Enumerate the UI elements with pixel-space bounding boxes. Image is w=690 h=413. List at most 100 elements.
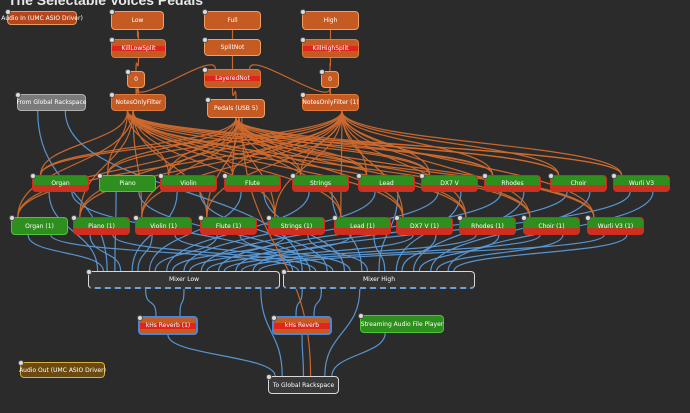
khs-reverb-node[interactable]: kHs Reverb bbox=[271, 315, 332, 335]
full-node[interactable]: Full bbox=[202, 9, 261, 30]
organ-pin[interactable] bbox=[30, 173, 36, 179]
midi-cable bbox=[341, 110, 623, 176]
midi-cable bbox=[132, 110, 276, 218]
lead-1-plugin[interactable]: Lead (1) bbox=[332, 215, 391, 235]
from-global-rackspace-pin[interactable] bbox=[15, 92, 21, 98]
strings-1-plugin[interactable]: Strings (1) bbox=[266, 215, 325, 235]
khs-reverb-1-node[interactable]: kHs Reverb (1) bbox=[137, 315, 198, 335]
midi-cable bbox=[249, 64, 331, 93]
low-node[interactable]: Low bbox=[109, 9, 164, 30]
zero-left-pin[interactable] bbox=[125, 69, 131, 75]
lead-1-pin[interactable] bbox=[332, 215, 338, 221]
rhodes-pin[interactable] bbox=[482, 173, 488, 179]
dx7-v-plugin[interactable]: DX7 V bbox=[419, 173, 478, 192]
audio-in-pin[interactable] bbox=[5, 9, 11, 15]
mixer-low-pin[interactable] bbox=[86, 269, 92, 275]
lead-plugin[interactable]: Lead bbox=[356, 173, 415, 192]
mixer-high-node[interactable]: Mixer High bbox=[281, 269, 475, 289]
dx7-v-1-pin[interactable] bbox=[394, 215, 400, 221]
full-pin[interactable] bbox=[202, 9, 208, 15]
wurli-v3-1-pin[interactable] bbox=[585, 215, 591, 221]
strings-plugin[interactable]: Strings bbox=[290, 173, 349, 192]
piano-1-plugin[interactable]: Piano (1) bbox=[71, 215, 130, 235]
midi-cable bbox=[136, 29, 140, 40]
choir-plugin[interactable]: Choir bbox=[548, 173, 607, 192]
split-not-pin[interactable] bbox=[202, 37, 208, 43]
zero-right-pin[interactable] bbox=[319, 69, 325, 75]
from-global-rackspace-label: From Global Rackspace bbox=[16, 99, 87, 106]
piano-1-pin[interactable] bbox=[71, 215, 77, 221]
dx7-v-pin[interactable] bbox=[419, 173, 425, 179]
rhodes-1-plugin[interactable]: Rhodes (1) bbox=[457, 215, 516, 235]
notes-only-filter-1-node[interactable]: NotesOnlyFilter (1) bbox=[300, 92, 359, 111]
dx7-v-1-plugin[interactable]: DX7 V (1) bbox=[394, 215, 453, 235]
flute-pin[interactable] bbox=[222, 173, 228, 179]
audio-out-node[interactable]: Audio Out (UMC ASIO Driver) bbox=[18, 360, 106, 378]
choir-1-pin[interactable] bbox=[521, 215, 527, 221]
layered-not-pin[interactable] bbox=[202, 67, 208, 73]
wurli-v3-label: Wurli V3 bbox=[628, 180, 655, 187]
kill-low-split-label: KillLowSplit bbox=[121, 45, 156, 52]
violin-1-plugin[interactable]: Violin (1) bbox=[133, 215, 192, 235]
to-global-rackspace-pin[interactable] bbox=[266, 374, 272, 380]
strings-pin[interactable] bbox=[290, 173, 296, 179]
wurli-v3-plugin[interactable]: Wurli V3 bbox=[611, 173, 670, 192]
kill-high-split-pin[interactable] bbox=[300, 37, 306, 43]
mixer-high-pin[interactable] bbox=[281, 269, 287, 275]
kill-high-split-label: KillHighSplit bbox=[312, 45, 349, 52]
choir-pin[interactable] bbox=[548, 173, 554, 179]
to-global-rackspace-node[interactable]: To Global Rackspace bbox=[266, 374, 339, 394]
zero-left-node[interactable]: 0 bbox=[125, 69, 145, 88]
dx7-v-1-label: DX7 V (1) bbox=[410, 222, 439, 230]
audio-cable bbox=[418, 234, 500, 272]
lead-pin[interactable] bbox=[356, 173, 362, 179]
mixer-low-node[interactable]: Mixer Low bbox=[86, 269, 280, 289]
flute-1-pin[interactable] bbox=[198, 215, 204, 221]
kill-high-split-node[interactable]: KillHighSplit bbox=[300, 37, 359, 58]
from-global-rackspace-node[interactable]: From Global Rackspace bbox=[15, 92, 87, 111]
zero-right-node[interactable]: 0 bbox=[319, 69, 339, 88]
low-pin[interactable] bbox=[109, 9, 115, 15]
midi-cable bbox=[340, 110, 343, 218]
kill-low-split-node[interactable]: KillLowSplit bbox=[109, 37, 166, 58]
wurli-v3-1-plugin[interactable]: Wurli V3 (1) bbox=[585, 215, 644, 235]
rhodes-1-pin[interactable] bbox=[457, 215, 463, 221]
piano-1-label: Piano (1) bbox=[88, 222, 115, 230]
violin-pin[interactable] bbox=[158, 173, 164, 179]
notes-only-filter-pin[interactable] bbox=[109, 92, 115, 98]
pedals-usb-pin[interactable] bbox=[205, 97, 211, 103]
organ-1-pin[interactable] bbox=[9, 215, 15, 221]
split-not-node[interactable]: SplitNot bbox=[202, 37, 261, 56]
midi-cable bbox=[39, 110, 343, 176]
organ-plugin[interactable]: Organ bbox=[30, 173, 89, 192]
rhodes-plugin[interactable]: Rhodes bbox=[482, 173, 541, 192]
flute-1-plugin[interactable]: Flute (1) bbox=[198, 215, 257, 235]
high-node[interactable]: High bbox=[300, 9, 359, 30]
streaming-audio-player-pin[interactable] bbox=[358, 313, 364, 319]
notes-only-filter-node[interactable]: NotesOnlyFilter bbox=[109, 92, 166, 111]
notes-only-filter-1-pin[interactable] bbox=[300, 92, 306, 98]
high-pin[interactable] bbox=[300, 9, 306, 15]
violin-1-pin[interactable] bbox=[133, 215, 139, 221]
khs-reverb-pin[interactable] bbox=[271, 315, 277, 321]
layered-not-node[interactable]: LayeredNot bbox=[202, 67, 261, 88]
violin-plugin[interactable]: Violin bbox=[158, 173, 217, 192]
pedals-usb-node[interactable]: Pedals (USB 5) bbox=[205, 97, 265, 118]
piano-pin[interactable] bbox=[97, 173, 103, 179]
streaming-audio-player-node[interactable]: Streaming Audio File Player bbox=[358, 313, 444, 333]
midi-cable bbox=[106, 110, 343, 176]
choir-1-plugin[interactable]: Choir (1) bbox=[521, 215, 580, 235]
piano-plugin[interactable]: Piano bbox=[97, 173, 156, 192]
midi-cables bbox=[17, 29, 623, 377]
kill-low-split-pin[interactable] bbox=[109, 37, 115, 43]
lead-1-label: Lead (1) bbox=[350, 222, 375, 230]
organ-1-plugin[interactable]: Organ (1) bbox=[9, 215, 68, 235]
flute-plugin[interactable]: Flute bbox=[222, 173, 281, 192]
choir-label: Choir bbox=[570, 180, 587, 187]
audio-cable bbox=[174, 234, 334, 272]
audio-in-node[interactable]: Audio In (UMC ASIO Driver) bbox=[1, 9, 83, 25]
strings-1-pin[interactable] bbox=[266, 215, 272, 221]
wurli-v3-pin[interactable] bbox=[611, 173, 617, 179]
audio-out-pin[interactable] bbox=[18, 360, 24, 366]
khs-reverb-1-pin[interactable] bbox=[137, 315, 143, 321]
